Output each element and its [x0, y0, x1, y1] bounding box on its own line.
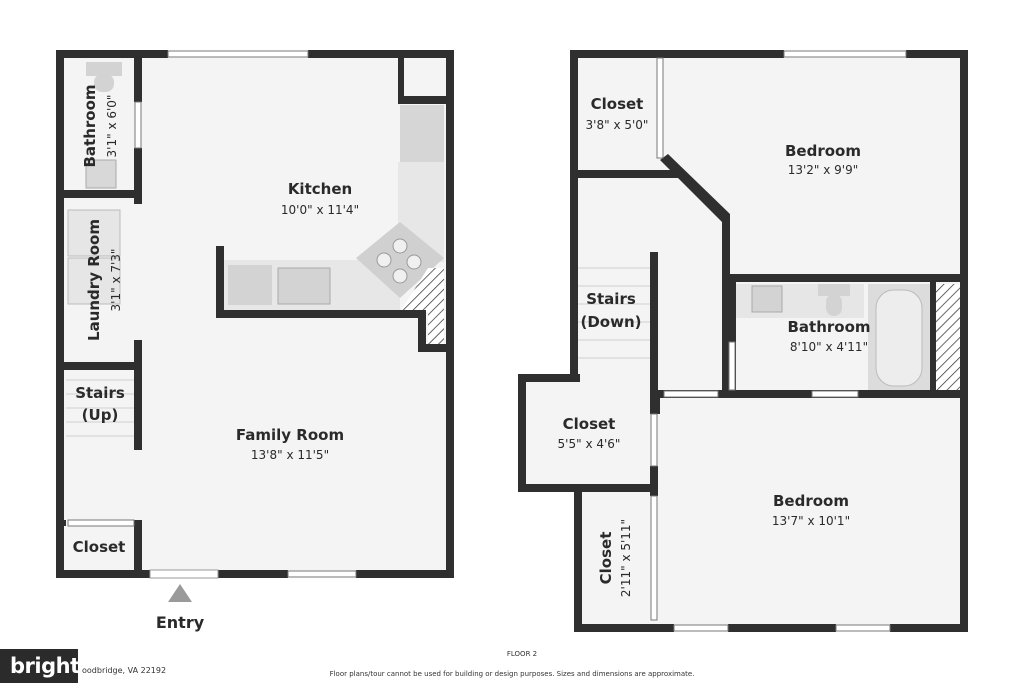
bedroom-bottom-label: Bedroom: [773, 492, 849, 510]
hatched-chase: [400, 268, 444, 346]
bedroom-top-label: Bedroom: [785, 142, 861, 160]
floor-1-walls: [56, 50, 454, 578]
family-room-dims: 13'8" x 11'5": [251, 448, 329, 462]
kitchen-label: Kitchen: [288, 180, 352, 198]
hatched-chase-2: [934, 284, 960, 392]
closet-bottom-dims: 2'11" x 5'11": [619, 519, 633, 597]
toilet-bowl: [94, 74, 114, 92]
floor-2: Closet 3'8" x 5'0" Bedroom 13'2" x 9'9" …: [518, 50, 968, 632]
floor-label: FLOOR 2: [507, 650, 537, 658]
bathroom-2-dims: 8'10" x 4'11": [790, 340, 868, 354]
floor-1: Bathroom 3'1" x 6'0" Laundry Room 3'1" x…: [56, 50, 454, 632]
burner-icon: [376, 252, 392, 268]
toilet-tank: [86, 62, 122, 76]
bathroom-fixtures: [85, 62, 122, 189]
toilet-bowl-2: [826, 294, 842, 316]
stove: [356, 222, 444, 298]
disclaimer: Floor plans/tour cannot be used for buil…: [330, 670, 695, 678]
stairs-down-label: Stairs: [586, 290, 636, 308]
vanity-sink: [751, 285, 783, 313]
stairs-up-sublabel: (Up): [82, 406, 119, 424]
laundry-dims: 3'1" x 7'3": [109, 249, 123, 312]
logo-bright-text: bright: [10, 654, 80, 678]
bath-sink: [85, 159, 117, 189]
stairs-up-treads: [66, 379, 134, 437]
stairs-down-treads: [578, 267, 650, 359]
bedroom-top-dims: 13'2" x 9'9": [788, 163, 859, 177]
bright-mls-logo: bright MLS: [0, 649, 102, 683]
closet-label: Closet: [73, 538, 126, 556]
closet-top-label: Closet: [591, 95, 644, 113]
washer: [67, 209, 121, 257]
floor-2-bath-fixtures: [734, 284, 960, 392]
family-room-label: Family Room: [236, 426, 344, 444]
closet-mid-label: Closet: [563, 415, 616, 433]
stairs-down-sublabel: (Down): [580, 313, 641, 331]
floor-2-walls: [518, 50, 968, 632]
dryer: [67, 257, 121, 305]
bathroom-dims: 3'1" x 6'0": [105, 95, 119, 158]
entry-label: Entry: [156, 613, 205, 632]
bathroom-label: Bathroom: [81, 84, 99, 167]
kitchen-fixtures: [222, 105, 444, 346]
closet-bottom-label: Closet: [597, 532, 615, 585]
closet-top-dims: 3'8" x 5'0": [586, 118, 649, 132]
property-address: oodbridge, VA 22192: [82, 666, 167, 675]
bathtub-basin: [875, 289, 923, 387]
refrigerator: [400, 105, 444, 162]
laundry-label: Laundry Room: [85, 219, 103, 341]
closet-mid-dims: 5'5" x 4'6": [558, 437, 621, 451]
entry-arrow-icon: [168, 584, 192, 602]
bedroom-bottom-dims: 13'7" x 10'1": [772, 514, 850, 528]
burner-icon: [406, 254, 422, 270]
floor-2-closet-bump: [522, 378, 582, 488]
kitchen-sink: [277, 267, 331, 305]
toilet-tank-2: [818, 284, 850, 296]
floor-2-windows: [650, 50, 907, 632]
entry-door-gap: [149, 569, 219, 579]
logo-mls-text: MLS: [81, 662, 103, 674]
kitchen-dims: 10'0" x 11'4": [281, 203, 359, 217]
bathroom-2-label: Bathroom: [787, 318, 870, 336]
laundry-fixtures: [67, 209, 121, 305]
burner-icon: [392, 268, 408, 284]
floor-1-windows: [67, 50, 357, 578]
stairs-up-label: Stairs: [75, 384, 125, 402]
dishwasher: [228, 265, 272, 305]
burner-icon: [392, 238, 408, 254]
